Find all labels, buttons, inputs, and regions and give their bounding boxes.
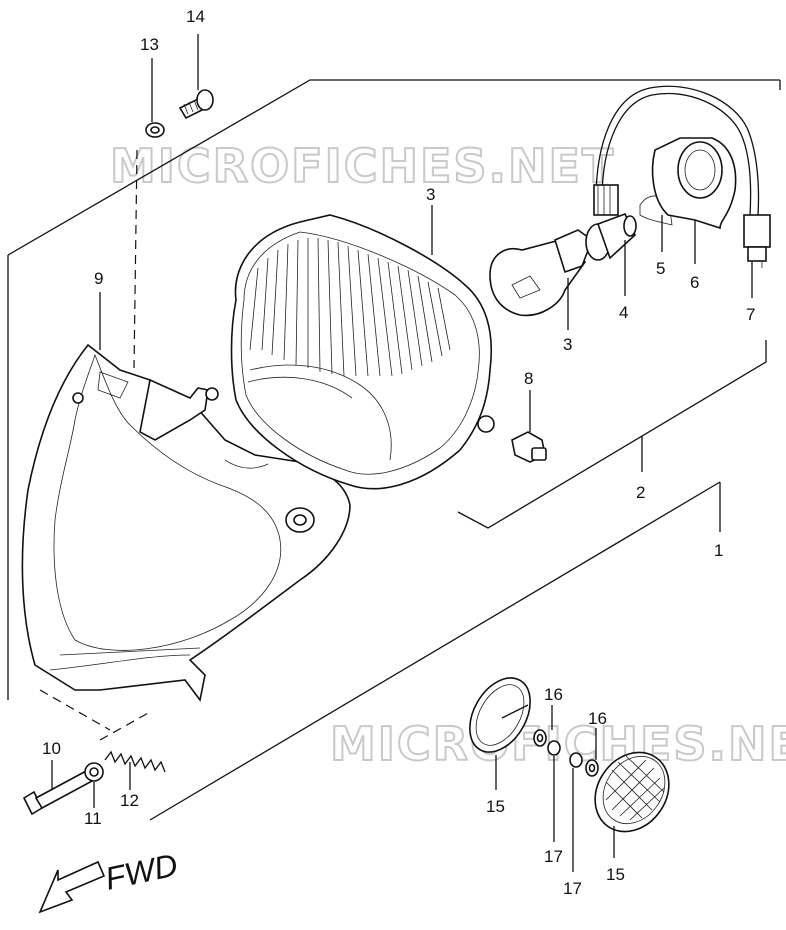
dash-guide-13: [133, 149, 138, 369]
callout-16b: 16: [588, 709, 607, 728]
washer-part-16a: [533, 729, 547, 747]
callout-7: 7: [746, 305, 755, 324]
bolt-part-10: [22, 768, 96, 816]
watermark-top: MICROFICHES.NET: [110, 139, 615, 193]
washer-part-11: [84, 762, 104, 782]
callout-10: 10: [42, 739, 61, 758]
nut-part-17a: [547, 740, 561, 756]
callout-17a: 17: [544, 847, 563, 866]
callout-2: 2: [636, 483, 645, 502]
callout-6: 6: [690, 273, 699, 292]
callout-17b: 17: [563, 879, 582, 898]
washer-part-16b: [585, 759, 599, 777]
callout-8: 8: [524, 369, 533, 388]
callout-3a: 3: [426, 185, 435, 204]
assembly-frame-1-bottom: [149, 481, 721, 821]
callout-9: 9: [94, 269, 103, 288]
adjuster-part-8: [511, 431, 547, 463]
nut-part-17b: [569, 752, 583, 768]
bulb-part-3: [489, 229, 593, 317]
callout-3b: 3: [563, 335, 572, 354]
callout-15b: 15: [606, 865, 625, 884]
reflector-lens-part-15: [594, 751, 670, 833]
callout-15a: 15: [486, 797, 505, 816]
washer-part-13: [145, 122, 165, 138]
dash-guide-9: [39, 689, 111, 731]
assembly-frame-1: [7, 79, 780, 256]
bulb-socket-part-4: [585, 212, 637, 261]
callout-14: 14: [186, 7, 205, 26]
reflector-mount-part-15: [469, 677, 531, 753]
wire-harness-part-7: [593, 85, 771, 268]
dash-guide-12: [99, 711, 151, 741]
spring-part-12: [104, 750, 166, 773]
callout-4: 4: [619, 303, 628, 322]
headlight-cover-part-9: [21, 343, 351, 702]
forward-arrow-icon: [38, 860, 106, 914]
callout-11: 11: [84, 809, 102, 828]
rubber-boot-part-6: [651, 137, 737, 230]
forward-direction-label: FWD: [102, 846, 181, 896]
headlight-lens-part-3: [230, 214, 495, 490]
callout-16a: 16: [544, 685, 563, 704]
callout-13: 13: [140, 35, 159, 54]
assembly-frame-2: [457, 340, 767, 529]
callout-5: 5: [656, 259, 665, 278]
callout-1: 1: [714, 541, 723, 560]
lens-ribs: [249, 237, 451, 377]
callout-12: 12: [120, 791, 139, 810]
bulb-clip-part-5: [639, 195, 673, 226]
screw-part-14: [178, 89, 214, 120]
